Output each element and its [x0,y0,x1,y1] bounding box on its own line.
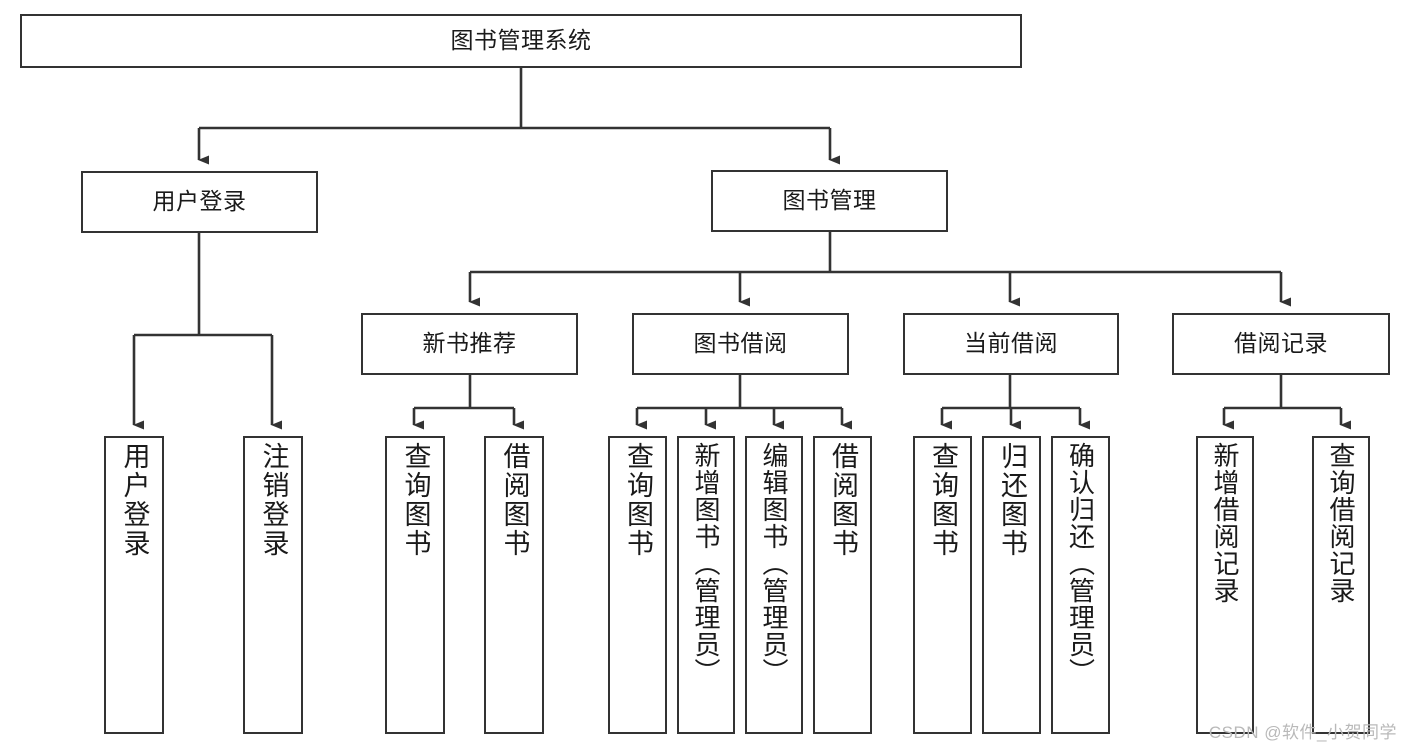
watermark: CSDN @软件_小贺同学 [1208,723,1397,742]
node-leaf-borrow-book-1-label: 借阅图书 [499,442,530,558]
node-leaf-query-book-1[interactable]: 查询图书 [385,436,445,734]
node-leaf-confirm-return-label: 确认归还（管理员） [1065,442,1096,685]
node-leaf-query-record[interactable]: 查询借阅记录 [1312,436,1370,734]
node-leaf-borrow-book-2[interactable]: 借阅图书 [813,436,872,734]
node-root-label: 图书管理系统 [450,27,592,54]
node-leaf-borrow-book-2-label: 借阅图书 [828,442,858,558]
node-leaf-borrow-book-1[interactable]: 借阅图书 [484,436,544,734]
node-leaf-query-book-3-label: 查询图书 [928,442,958,558]
node-leaf-edit-book-label: 编辑图书（管理员） [759,442,789,685]
node-book-management[interactable]: 图书管理 [711,170,948,232]
node-user-login[interactable]: 用户登录 [81,171,318,233]
node-leaf-add-book-label: 新增图书（管理员） [691,442,721,685]
node-leaf-query-book-1-label: 查询图书 [400,442,431,558]
node-leaf-return-book[interactable]: 归还图书 [982,436,1041,734]
node-leaf-query-record-label: 查询借阅记录 [1326,442,1356,604]
node-book-borrow-label: 图书借阅 [693,330,788,357]
node-borrow-record[interactable]: 借阅记录 [1172,313,1390,375]
node-root[interactable]: 图书管理系统 [20,14,1022,68]
node-leaf-query-book-3[interactable]: 查询图书 [913,436,972,734]
node-leaf-add-book[interactable]: 新增图书（管理员） [677,436,735,734]
node-new-book-recommend-label: 新书推荐 [422,330,517,357]
node-book-management-label: 图书管理 [782,187,877,214]
node-leaf-add-record-label: 新增借阅记录 [1210,442,1240,604]
node-borrow-record-label: 借阅记录 [1234,330,1328,357]
node-leaf-add-record[interactable]: 新增借阅记录 [1196,436,1254,734]
node-current-borrow-label: 当前借阅 [964,330,1058,357]
node-leaf-logout-login[interactable]: 注销登录 [243,436,303,734]
node-new-book-recommend[interactable]: 新书推荐 [361,313,578,375]
node-user-login-label: 用户登录 [152,188,247,215]
node-leaf-return-book-label: 归还图书 [997,442,1027,558]
node-leaf-query-book-2-label: 查询图书 [623,442,653,558]
node-leaf-confirm-return[interactable]: 确认归还（管理员） [1051,436,1110,734]
node-leaf-user-login[interactable]: 用户登录 [104,436,164,734]
node-current-borrow[interactable]: 当前借阅 [903,313,1119,375]
node-leaf-user-login-label: 用户登录 [119,442,150,558]
node-leaf-edit-book[interactable]: 编辑图书（管理员） [745,436,803,734]
node-leaf-query-book-2[interactable]: 查询图书 [608,436,667,734]
node-leaf-logout-login-label: 注销登录 [258,442,289,558]
node-book-borrow[interactable]: 图书借阅 [632,313,849,375]
